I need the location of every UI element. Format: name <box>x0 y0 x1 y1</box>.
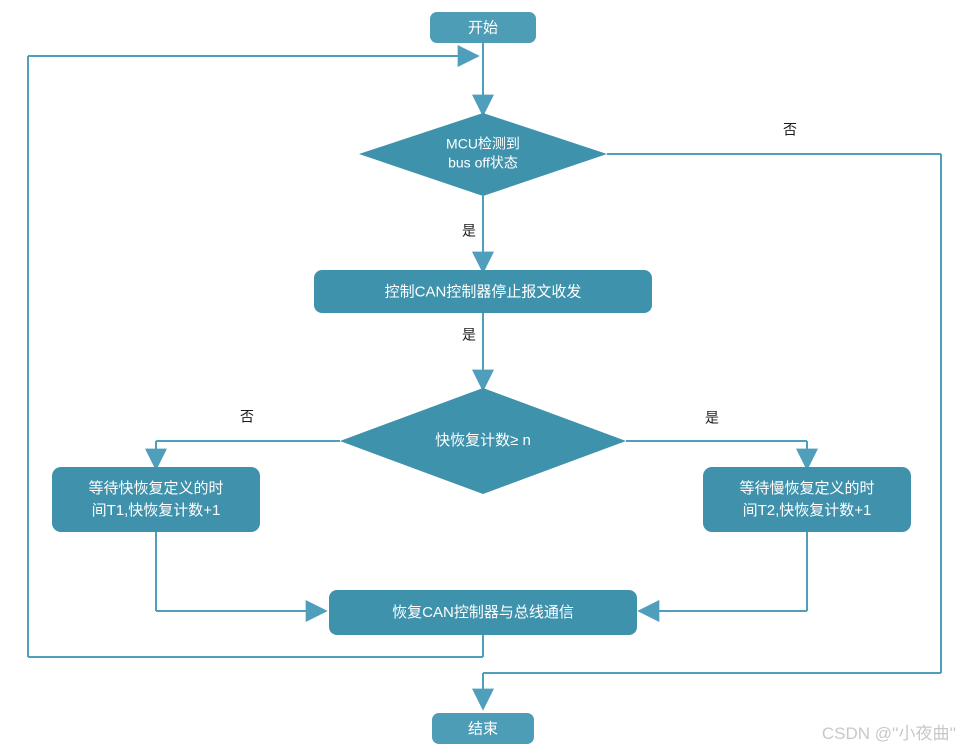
edge-label-detect-no: 否 <box>783 122 797 138</box>
csdn-watermark: CSDN @''小夜曲'' <box>821 724 956 743</box>
node-stop-label: 控制CAN控制器停止报文收发 <box>385 283 582 300</box>
node-end-shape <box>432 713 534 744</box>
node-detect-shape <box>359 113 607 196</box>
node-slow-wait-label-line2: 间T2,快恢复计数+1 <box>743 501 872 519</box>
edge-label-stop-yes: 是 <box>462 327 476 343</box>
node-resume-shape <box>329 590 637 635</box>
node-slow-wait-shape <box>703 467 911 532</box>
node-stop-shape <box>314 270 652 313</box>
node-count-check-label: 快恢复计数≥ n <box>435 431 531 449</box>
node-fast-wait[interactable]: 等待快恢复定义的时 间T1,快恢复计数+1 <box>52 467 260 532</box>
node-detect[interactable]: MCU检测到 bus off状态 <box>359 113 607 196</box>
node-end-label: 结束 <box>468 720 498 737</box>
node-start-label: 开始 <box>468 19 498 36</box>
node-resume[interactable]: 恢复CAN控制器与总线通信 <box>329 590 637 635</box>
node-fast-wait-label-line2: 间T1,快恢复计数+1 <box>92 501 221 519</box>
node-detect-label-line1: MCU检测到 <box>446 136 520 152</box>
edge-label-detect-yes: 是 <box>462 223 476 239</box>
node-end[interactable]: 结束 <box>432 713 534 744</box>
node-stop[interactable]: 控制CAN控制器停止报文收发 <box>314 270 652 313</box>
edge-label-count-no: 否 <box>240 409 254 425</box>
node-resume-label: 恢复CAN控制器与总线通信 <box>392 603 574 621</box>
node-count-check[interactable]: 快恢复计数≥ n <box>340 388 626 494</box>
node-slow-wait-label-line1: 等待慢恢复定义的时 <box>739 479 874 497</box>
node-fast-wait-label-line1: 等待快恢复定义的时 <box>88 479 223 497</box>
connector-layer <box>27 43 942 711</box>
node-start-shape <box>430 12 536 43</box>
node-count-check-shape <box>340 388 626 494</box>
node-fast-wait-shape <box>52 467 260 532</box>
node-start[interactable]: 开始 <box>430 12 536 43</box>
node-slow-wait[interactable]: 等待慢恢复定义的时 间T2,快恢复计数+1 <box>703 467 911 532</box>
edge-label-count-yes: 是 <box>705 410 719 426</box>
node-detect-label-line2: bus off状态 <box>448 155 518 171</box>
